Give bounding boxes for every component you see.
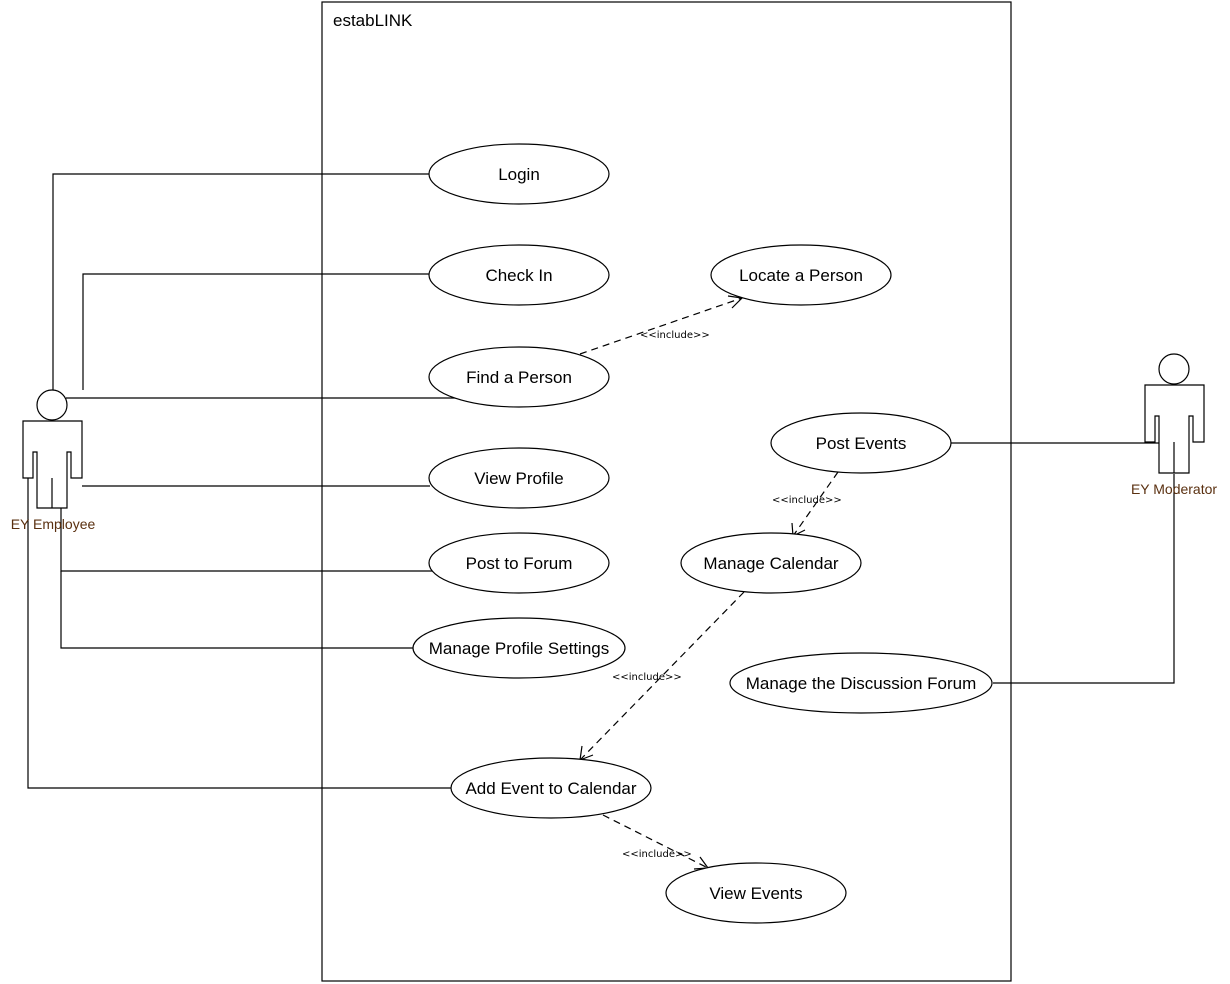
use-case-login: Login [428,143,610,205]
use-case-manage-profile-settings: Manage Profile Settings [412,617,626,679]
include-label: <<include>> [772,495,842,506]
assoc-employee-post-forum [60,480,437,572]
actor-head-icon [36,389,68,421]
use-case-label: Post to Forum [466,554,573,573]
include-add-event-to-view-events: <<include>> [602,814,710,870]
use-case-label: Manage Calendar [703,554,838,573]
use-case-manage-discussion-forum: Manage the Discussion Forum [729,652,993,714]
use-case-label: Post Events [816,434,907,453]
include-find-to-locate: <<include>> [579,295,744,355]
use-case-label: View Events [709,884,802,903]
use-case-label: Login [498,165,540,184]
assoc-employee-manage-profile-settings [60,571,414,649]
actor-body-icon [22,420,83,509]
system-name: estabLINK [333,11,413,30]
use-case-label: View Profile [474,469,563,488]
include-manage-calendar-to-add-event: <<include>> [579,591,745,761]
actor-ey-employee: EY Employee [11,389,96,532]
assoc-employee-add-event [27,478,454,789]
actor-head-icon [1158,353,1190,385]
use-case-check-in: Check In [428,244,610,306]
assoc-employee-check-in [82,273,430,390]
actor-ey-moderator: EY Moderator [1131,353,1217,497]
use-case-label: Manage Profile Settings [429,639,610,658]
use-case-label: Locate a Person [739,266,863,285]
include-label: <<include>> [612,672,682,683]
use-case-label: Find a Person [466,368,572,387]
actor-body-icon [1144,384,1205,474]
include-label: <<include>> [640,330,710,341]
use-case-manage-calendar: Manage Calendar [680,532,862,594]
use-case-post-events: Post Events [770,412,952,474]
use-case-label: Add Event to Calendar [465,779,636,798]
actor-label: EY Moderator [1131,481,1217,497]
use-case-find-person: Find a Person [428,346,610,408]
use-case-label: Check In [485,266,552,285]
use-case-view-profile: View Profile [428,447,610,509]
include-post-events-to-manage-calendar: <<include>> [772,471,842,537]
use-case-view-events: View Events [665,862,847,924]
assoc-moderator-manage-forum [993,474,1175,684]
use-case-locate-person: Locate a Person [710,244,892,306]
use-case-label: Manage the Discussion Forum [746,674,977,693]
use-case-post-forum: Post to Forum [428,532,610,594]
actor-label: EY Employee [11,516,96,532]
include-label: <<include>> [622,849,692,860]
assoc-employee-login [52,173,430,390]
use-case-add-event: Add Event to Calendar [450,757,652,819]
system-boundary [321,1,1012,982]
